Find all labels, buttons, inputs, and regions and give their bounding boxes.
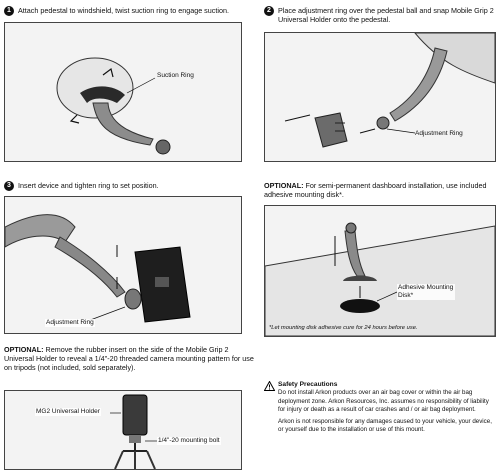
adhesive-cure-footnote: *Let mounting disk adhesive cure for 24 … [269,325,418,331]
step-3-text: Insert device and tighten ring to set po… [18,181,159,190]
optional-disk-illustration: Adhesive Mounting Disk* *Let mounting di… [264,205,496,337]
optional-disk-instruction: OPTIONAL: For semi-permanent dashboard i… [264,181,496,199]
step-2-illustration: Adjustment Ring [264,32,496,162]
optional-disk-text: For semi-permanent dashboard installatio… [264,181,487,199]
windshield-suction-mount-drawing: Suction Ring [5,23,241,161]
optional-disk-prefix: OPTIONAL: [264,181,304,190]
step-number-2: 2 [264,6,274,16]
step-3-illustration: Adjustment Ring [4,196,242,334]
step-2-text: Place adjustment ring over the pedestal … [278,6,494,24]
optional-tripod-instruction: OPTIONAL: Remove the rubber insert on th… [4,345,254,372]
step-3-adjustment-ring-callout: Adjustment Ring [45,319,95,327]
step-2-adjustment-ring-callout: Adjustment Ring [415,130,463,137]
warning-triangle-icon [264,381,275,391]
holder-on-tripod-drawing [5,391,241,469]
mounting-bolt-callout: 1/4"-20 mounting bolt [157,437,221,445]
mg2-holder-callout: MG2 Universal Holder [35,408,101,416]
device-in-holder-drawing [5,197,241,333]
step-number-3: 3 [4,181,14,191]
safety-paragraph-1: Do not install Arkon products over an ai… [278,389,489,413]
pedestal-and-holder-drawing: Adjustment Ring [265,33,495,161]
adhesive-disk-callout: Adhesive Mounting Disk* [397,284,455,300]
suction-ring-callout: Suction Ring [157,72,194,79]
optional-tripod-text: Remove the rubber insert on the side of … [4,345,254,372]
optional-tripod-prefix: OPTIONAL: [4,345,44,354]
step-1-illustration: Suction Ring [4,22,242,162]
safety-title: Safety Precautions [278,381,338,388]
step-number-1: 1 [4,6,14,16]
safety-paragraph-2: Arkon is not responsible for any damages… [278,418,492,434]
safety-precautions: Safety Precautions Do not install Arkon … [264,381,496,435]
dashboard-disk-drawing [265,206,495,336]
optional-tripod-illustration: MG2 Universal Holder 1/4"-20 mounting bo… [4,390,242,470]
step-1-text: Attach pedestal to windshield, twist suc… [18,6,229,15]
